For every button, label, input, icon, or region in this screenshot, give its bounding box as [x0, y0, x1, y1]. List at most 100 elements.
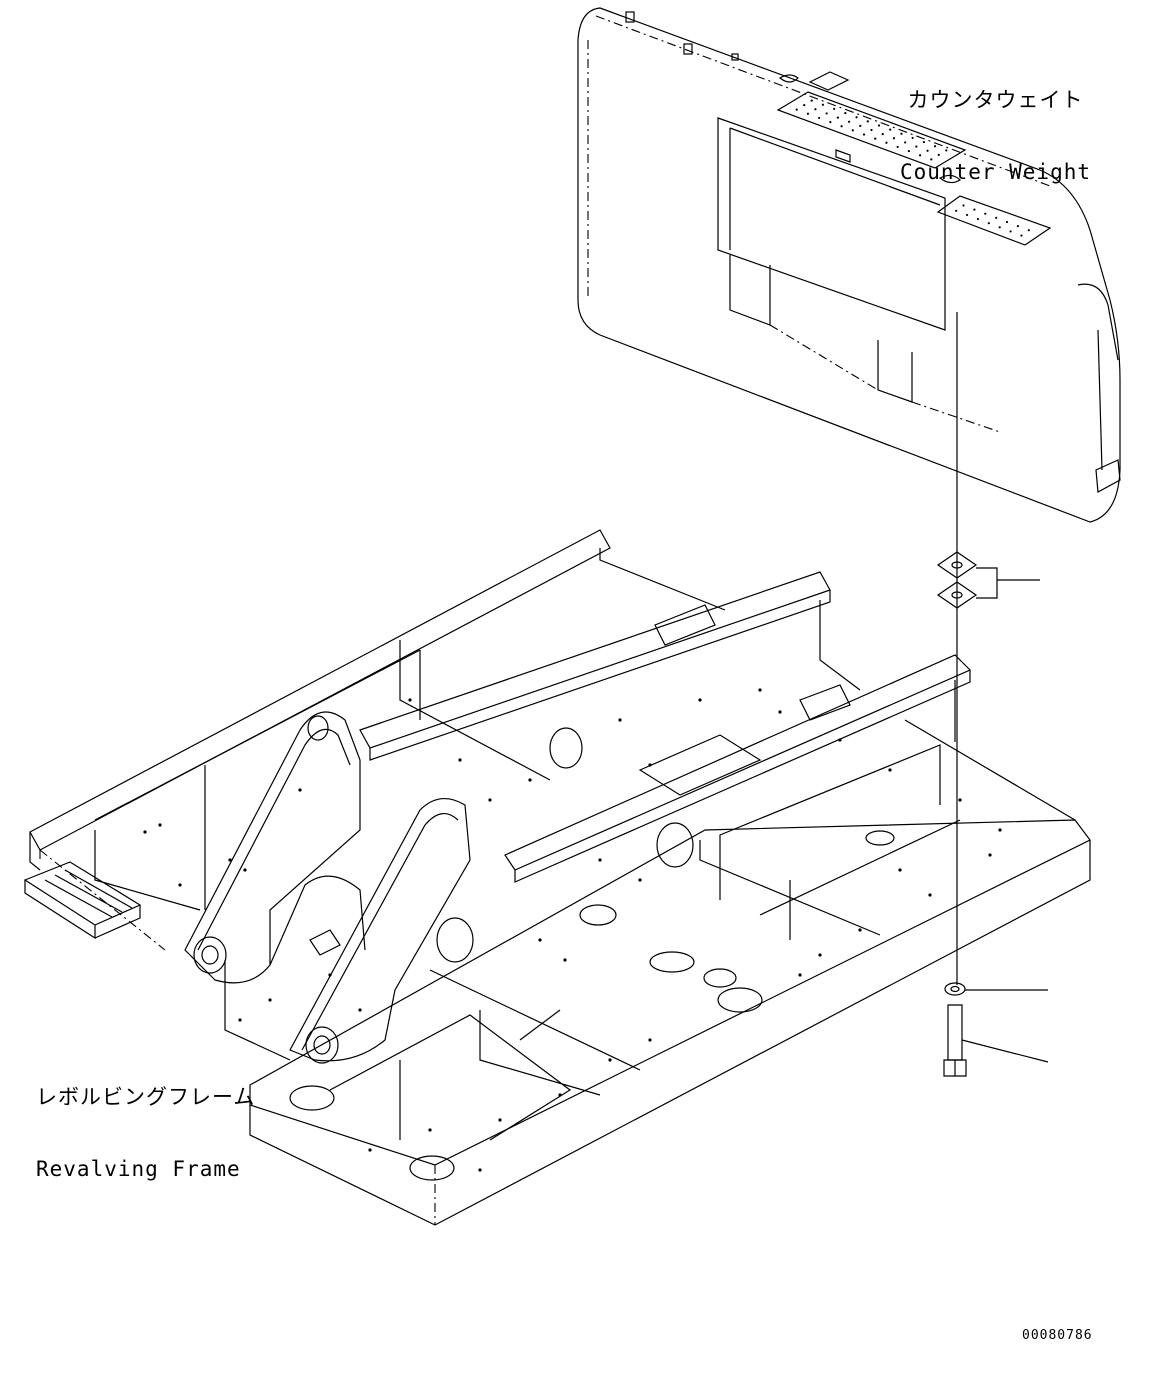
frame-hole-dots	[143, 688, 1002, 1172]
texture-dot	[904, 141, 907, 144]
texture-dot	[933, 145, 937, 148]
texture-dot	[995, 216, 998, 219]
texture-dot	[874, 137, 877, 140]
textured-plate-dots	[795, 99, 1030, 237]
frame-hole	[478, 1168, 482, 1172]
texture-dot	[900, 132, 903, 135]
texture-dot	[892, 137, 896, 140]
counter-weight-label-en: Counter Weight	[900, 160, 1092, 184]
texture-dot	[1005, 220, 1009, 224]
frame-hole	[598, 858, 602, 862]
revolving-frame-label: レボルビングフレーム Revalving Frame	[36, 1037, 255, 1205]
texture-dot	[965, 213, 969, 217]
texture-dot	[814, 108, 817, 111]
frame-hole	[178, 883, 182, 887]
frame-hole	[498, 1118, 502, 1122]
texture-dot	[836, 116, 839, 119]
frame-hole	[488, 798, 492, 802]
frame-hole	[638, 878, 642, 882]
frame-hole	[608, 1058, 612, 1062]
texture-dot	[847, 120, 851, 123]
texture-dot	[859, 124, 862, 127]
frame-hole	[358, 1008, 362, 1012]
texture-dot	[829, 120, 832, 124]
texture-dot	[810, 99, 813, 102]
texture-dot	[825, 112, 828, 115]
texture-dot	[922, 140, 925, 144]
texture-dot	[973, 208, 976, 211]
frame-hole	[458, 758, 462, 762]
frame-hole	[563, 958, 567, 962]
texture-dot	[844, 111, 847, 115]
frame-hole	[618, 718, 622, 722]
texture-dot	[1027, 229, 1030, 232]
revolving-frame-label-en: Revalving Frame	[36, 1157, 241, 1181]
texture-dot	[907, 149, 910, 153]
texture-dot	[889, 128, 892, 131]
frame-hole	[538, 938, 542, 942]
texture-dot	[937, 153, 940, 156]
frame-hole	[958, 798, 962, 802]
texture-dot	[987, 222, 990, 225]
texture-dot	[998, 226, 1001, 229]
texture-dot	[862, 133, 866, 136]
frame-hole	[778, 710, 782, 714]
texture-dot	[976, 217, 980, 221]
frame-hole	[838, 738, 842, 742]
texture-dot	[881, 133, 884, 136]
frame-hole	[818, 953, 822, 957]
frame-hole	[648, 1038, 652, 1042]
frame-hole	[558, 1093, 562, 1097]
texture-dot	[1009, 230, 1012, 233]
texture-dot	[870, 128, 873, 132]
texture-dot	[818, 116, 821, 120]
frame-hole	[368, 1148, 372, 1152]
frame-hole	[988, 853, 992, 857]
texture-dot	[918, 154, 922, 157]
frame-hole	[648, 763, 652, 767]
texture-dot	[955, 209, 958, 212]
frame-hole	[898, 868, 902, 872]
texture-dot	[896, 145, 899, 149]
texture-dot	[945, 149, 948, 152]
frame-hole	[408, 698, 412, 702]
texture-dot	[795, 108, 798, 111]
frame-hole	[888, 768, 892, 772]
texture-dot	[840, 125, 843, 128]
counter-weight-label: カウンタウェイト Counter Weight	[900, 40, 1091, 208]
frame-hole	[268, 998, 272, 1002]
frame-hole	[243, 868, 247, 872]
frame-hole	[143, 830, 147, 834]
fastener-assembly	[936, 312, 1049, 1077]
texture-dot	[915, 145, 918, 148]
texture-dot	[911, 136, 914, 140]
frame-hole	[758, 688, 762, 692]
texture-dot	[877, 124, 881, 127]
frame-hole	[528, 778, 532, 782]
texture-dot	[930, 158, 933, 161]
texture-dot	[926, 149, 929, 152]
frame-hole	[928, 893, 932, 897]
counter-weight-label-jp: カウンタウェイト	[907, 88, 1084, 112]
texture-dot	[1016, 224, 1020, 228]
revolving-frame-drawing	[23, 529, 1091, 1226]
texture-dot	[962, 204, 965, 207]
texture-dot	[855, 116, 858, 119]
texture-dot	[851, 129, 854, 132]
frame-hole	[158, 823, 162, 827]
frame-hole	[428, 1128, 432, 1132]
frame-hole	[298, 788, 302, 792]
texture-dot	[1020, 234, 1023, 237]
frame-hole	[238, 1018, 242, 1022]
texture-dot	[803, 104, 806, 107]
texture-dot	[833, 107, 836, 111]
texture-dot	[821, 103, 825, 106]
texture-dot	[806, 112, 810, 115]
frame-hole	[998, 828, 1002, 832]
texture-dot	[984, 212, 987, 215]
drawing-number: 00080786	[1022, 1328, 1093, 1343]
revolving-frame-label-jp: レボルビングフレーム	[36, 1085, 256, 1109]
frame-hole	[858, 928, 862, 932]
counter-weight-drawing	[577, 7, 1121, 523]
